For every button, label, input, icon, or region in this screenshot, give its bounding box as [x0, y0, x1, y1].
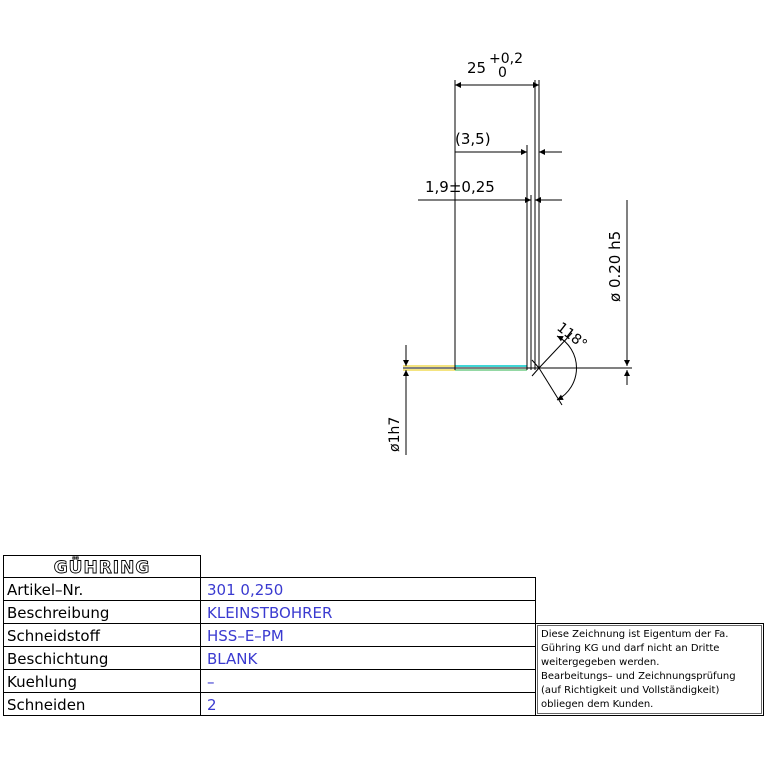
dim-tip-diameter: ø 0.20 h5	[606, 231, 624, 302]
row-label-schneidstoff: Schneidstoff	[7, 627, 101, 645]
dim-shank-diameter: ø1h7	[387, 417, 403, 452]
title-block	[3, 555, 764, 716]
point-cone-upper	[531, 359, 540, 369]
note-line: Diese Zeichnung ist Eigentum der Fa.	[541, 629, 728, 640]
row-label-schneiden: Schneiden	[7, 696, 85, 714]
row-label-beschichtung: Beschichtung	[7, 650, 108, 668]
row-label-artikel: Artikel–Nr.	[7, 581, 83, 599]
angle-ext-upper	[538, 332, 573, 369]
row-value-schneidstoff: HSS–E–PM	[207, 627, 284, 645]
dim-ref-length: (3,5)	[455, 130, 491, 148]
point-cone-lower	[531, 367, 540, 377]
dim-point-angle: 118°	[554, 320, 590, 353]
row-value-beschreibung: KLEINSTBOHRER	[207, 604, 332, 622]
note-box	[535, 623, 764, 716]
note-line: (auf Richtigkeit und Vollständigkeit)	[541, 685, 719, 696]
dim-tip-length: 1,9±0,25	[425, 178, 495, 196]
dim-length-tol-lower: 0	[498, 65, 507, 81]
angle-ext-lower	[538, 367, 563, 406]
row-value-schneiden: 2	[207, 696, 217, 714]
note-line: weitergegeben werden.	[541, 657, 659, 668]
dim-length-nominal: 25	[467, 59, 486, 77]
row-value-beschichtung: BLANK	[207, 650, 258, 668]
dimension-lines	[403, 82, 630, 455]
note-line: Bearbeitungs– und Zeichnungsprüfung	[541, 671, 736, 682]
row-label-beschreibung: Beschreibung	[7, 604, 109, 622]
note-line: Gühring KG und darf nicht an Dritte	[541, 643, 719, 654]
title-block-rows: Artikel–Nr. 301 0,250 Beschreibung KLEIN…	[7, 581, 332, 714]
row-value-artikel: 301 0,250	[207, 581, 283, 599]
company-logo: GÜHRING	[54, 556, 151, 578]
dim-length-tol-upper: +0,2	[489, 51, 523, 67]
ownership-note: Diese Zeichnung ist Eigentum der Fa. Güh…	[541, 629, 736, 710]
row-value-kuehlung: –	[207, 673, 215, 691]
drill-part	[403, 80, 632, 377]
note-line: obliegen dem Kunden.	[541, 699, 653, 710]
point-angle-arc	[556, 335, 578, 401]
row-label-kuehlung: Kuehlung	[7, 673, 77, 691]
